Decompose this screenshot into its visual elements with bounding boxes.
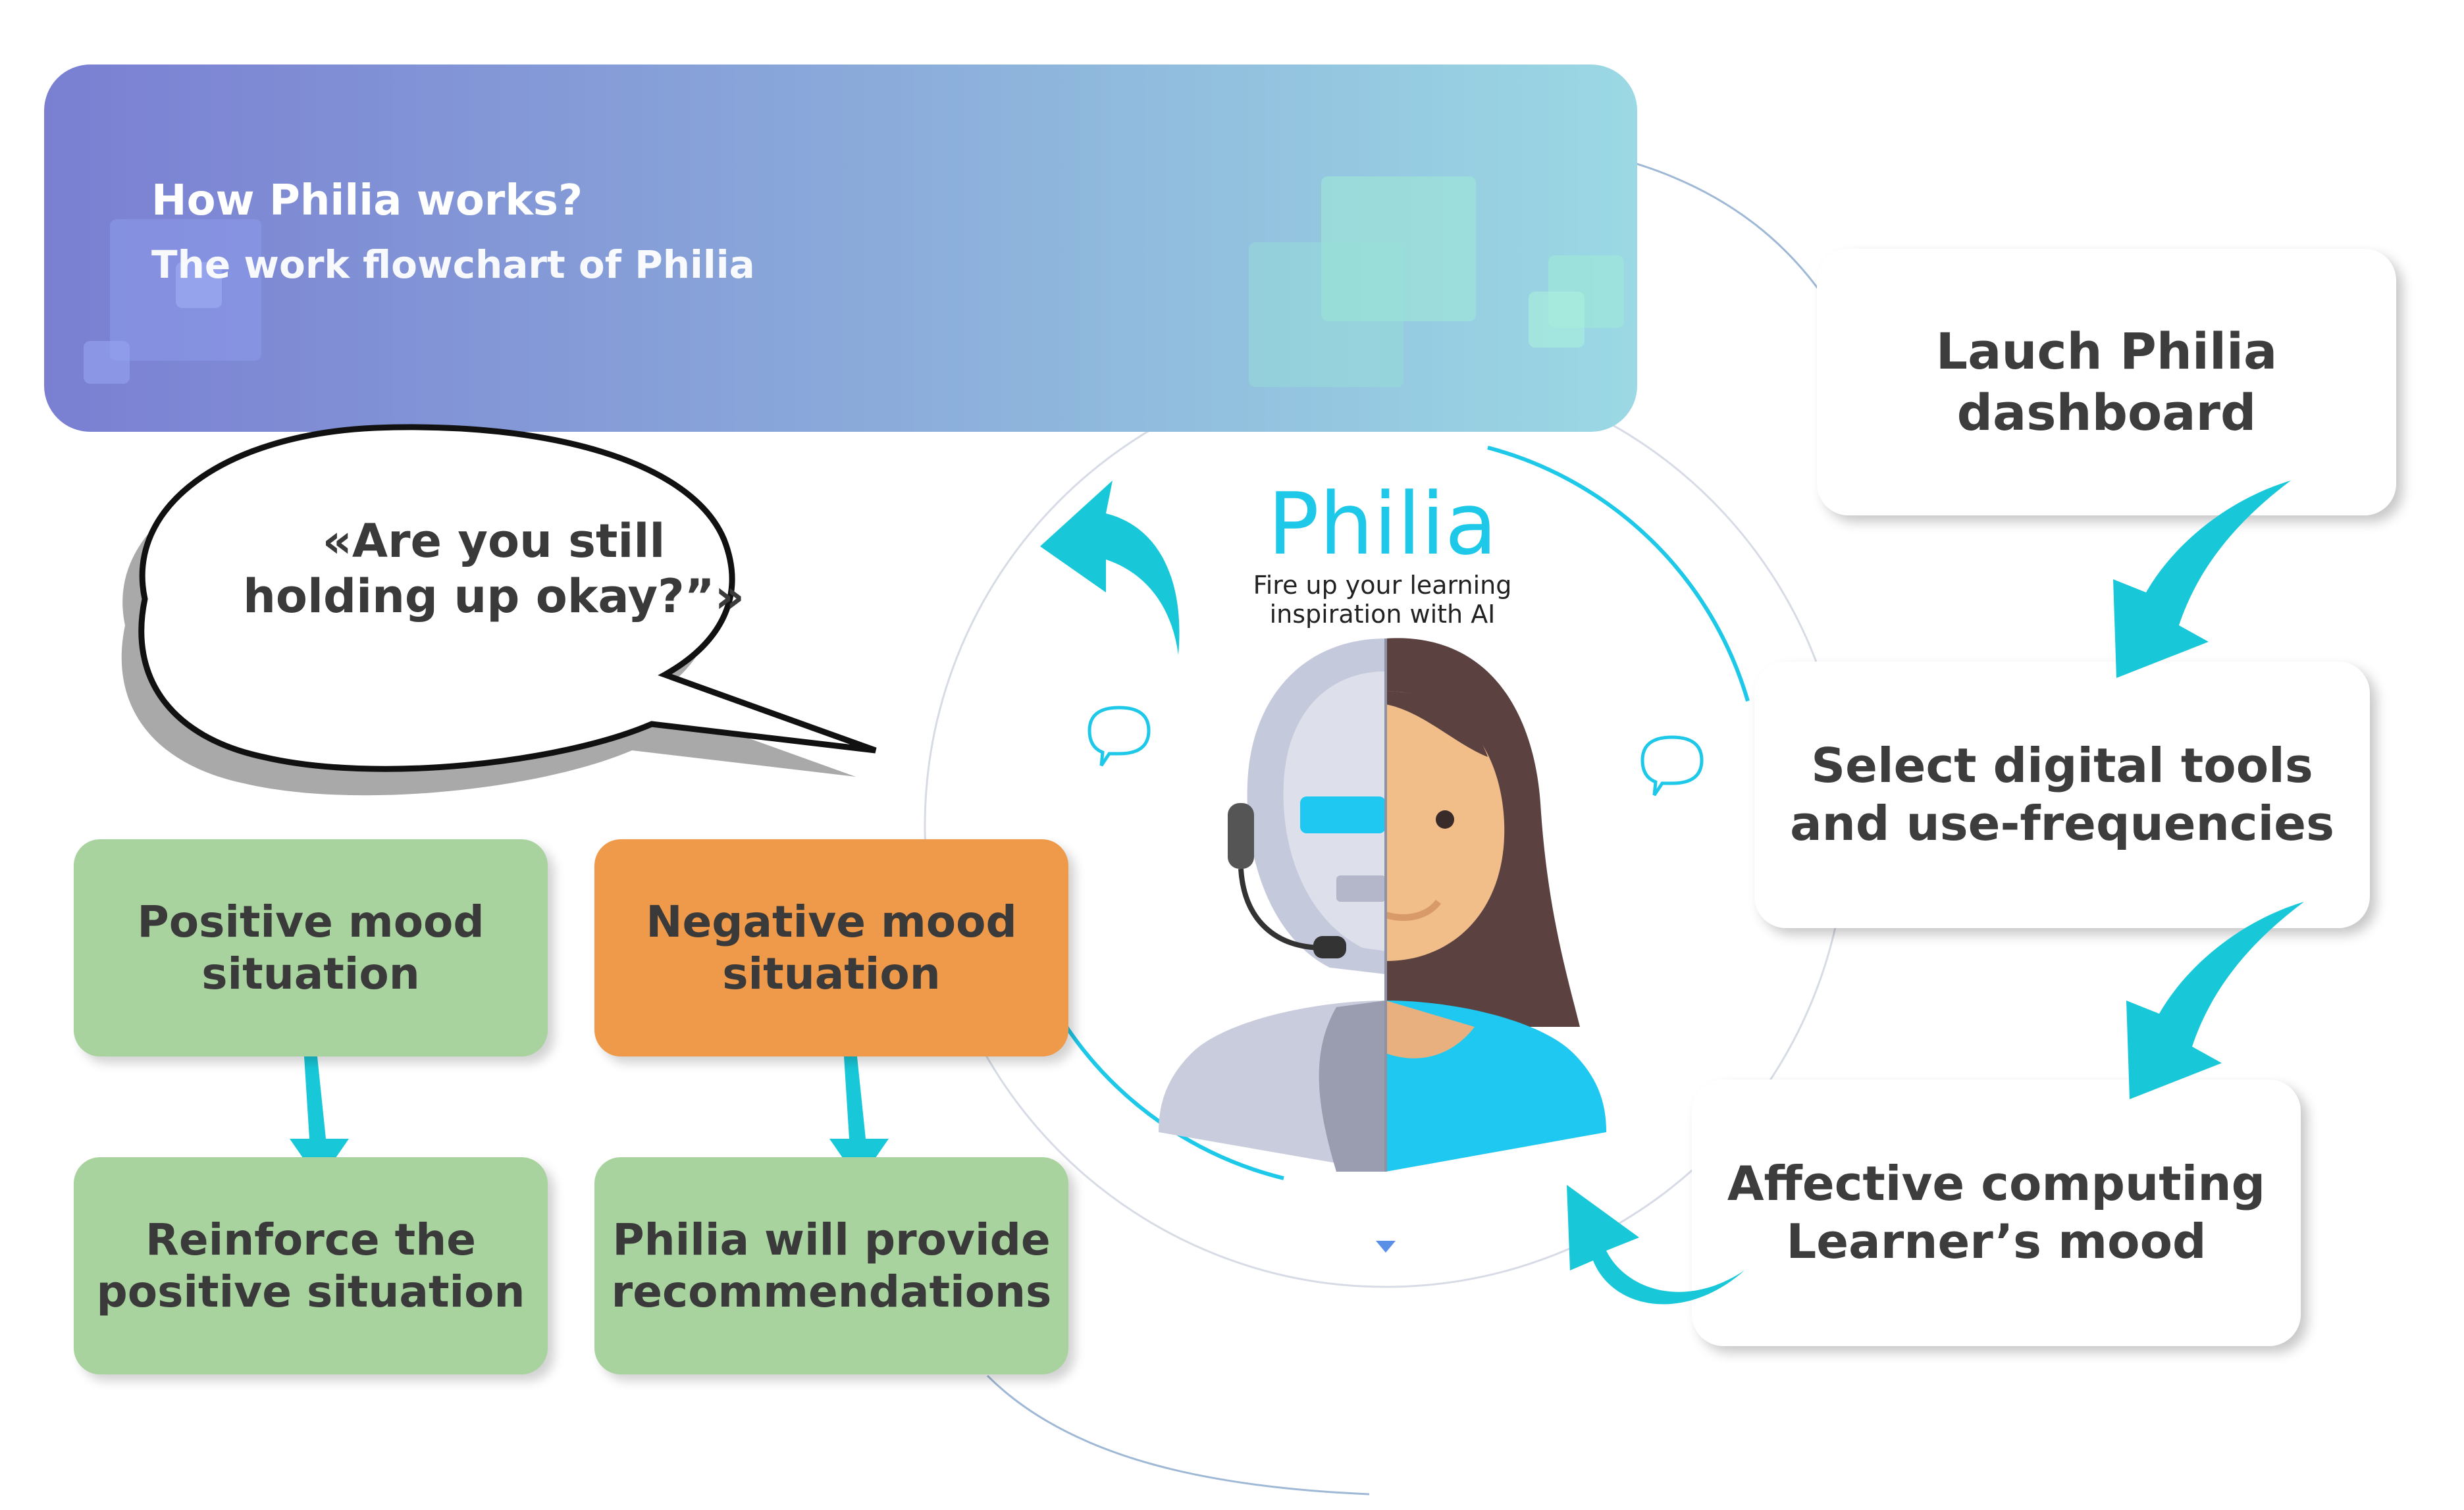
step-launch-dashboard: Lauch Philia dashboard [1817,249,2396,515]
box-positive-mood: Positive mood situation [74,839,548,1056]
step-affective-computing: Affective computing Learner’s mood [1692,1080,2301,1346]
header-banner [44,65,1637,432]
speech-bubble [121,424,877,796]
box-negative-mood: Negative mood situation [594,839,1068,1056]
arrow-down-icon-positive [290,1056,349,1182]
reinforce-line-2: positive situation [96,1266,525,1317]
bubble-line-2: holding up okay?”» [243,569,745,623]
page-title: How Philia works? [151,176,583,225]
arrow-curved-left-icon [1567,1185,1744,1305]
negative-line-2: situation [722,949,941,999]
robot-woman-illustration [1159,638,1606,1172]
brand-tagline: Fire up your learning inspiration with A… [1211,571,1554,629]
negative-line-1: Negative mood [646,896,1017,947]
accent-arc-top [1487,446,1750,702]
step-launch-line-2: dashboard [1956,382,2257,442]
speech-bubble-text: «Are you still holding up okay?”» [217,513,770,624]
reinforce-line-1: Reinforce the [145,1214,476,1265]
positive-line-2: situation [201,949,420,999]
box-reinforce-positive: Reinforce the positive situation [74,1157,548,1374]
step-select-tools: Select digital tools and use-frequencies [1754,662,2370,928]
step-select-line-1: Select digital tools [1811,737,2313,793]
brand-name: Philia [1267,474,1498,574]
arrow-curved-up-left-icon [1040,481,1180,655]
chat-bubble-icon-right [1640,735,1704,796]
bubble-line-1: «Are you still [322,514,666,568]
triangle-down-icon [1376,1241,1396,1253]
arrow-curved-down-icon-2 [2126,902,2304,1099]
step-affective-line-2: Learner’s mood [1786,1213,2207,1269]
arrow-curved-down-icon-1 [2113,481,2291,678]
connector-curve-bottom [986,1374,1370,1496]
recommend-line-1: Philia will provide [612,1214,1051,1265]
step-select-line-2: and use-frequencies [1790,795,2334,851]
chat-bubble-icon-left [1088,706,1151,767]
tagline-line-1: Fire up your learning [1253,571,1512,600]
tagline-line-2: inspiration with AI [1269,599,1496,629]
arrow-down-icon-negative [829,1056,889,1182]
page-subtitle: The work flowchart of Philia [151,242,755,287]
recommend-line-2: recommendations [611,1266,1052,1317]
step-launch-line-1: Lauch Philia [1935,321,2278,380]
box-provide-recommendations: Philia will provide recommendations [594,1157,1068,1374]
positive-line-1: Positive mood [137,896,485,947]
step-affective-line-1: Affective computing [1727,1155,2266,1211]
